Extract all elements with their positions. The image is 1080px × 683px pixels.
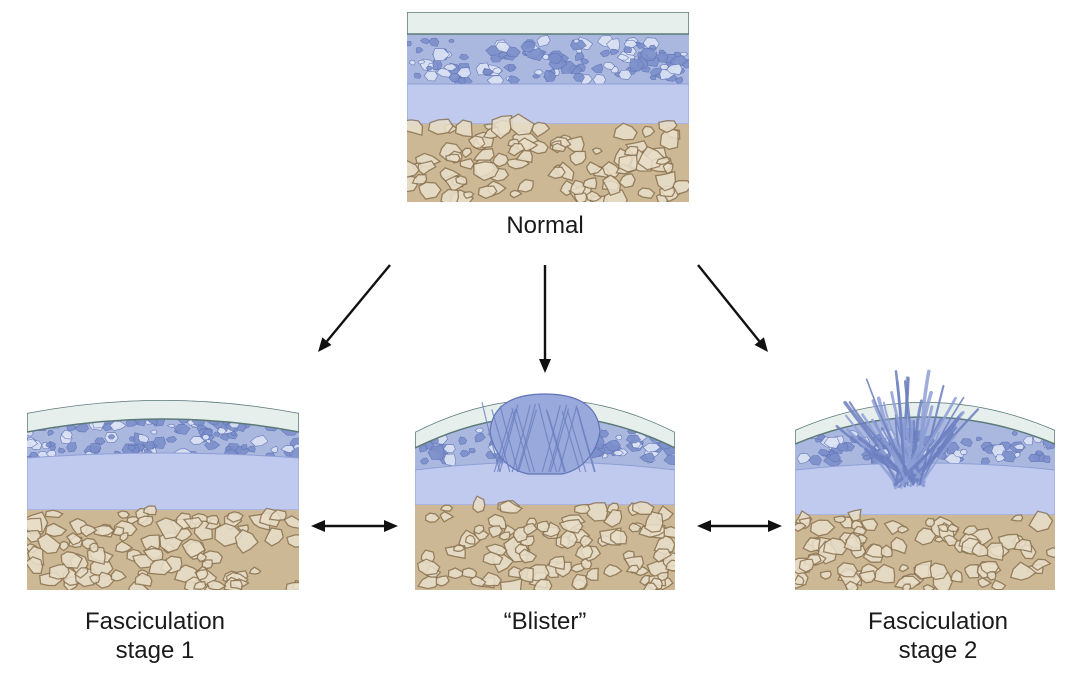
normal-panel [407,12,689,202]
fiber-spray [835,369,980,490]
bone-pores [795,508,1055,590]
caption-normal: Normal [506,212,584,239]
caption-fasciculation-stage-1: Fasciculation stage 1 [84,608,226,664]
arrow-normal-to-blister [539,265,551,373]
fasciculation-stage-1-panel [27,400,299,590]
caption-fasciculation-stage-2: Fasciculation stage 2 [867,608,1009,664]
periosteal-band [27,452,299,511]
bone-pores [416,495,675,590]
membrane [407,12,689,35]
arrow-normal-to-fasciculation-stage-2 [697,264,768,352]
arrow-blister-stage-2 [697,520,782,532]
bone-pores [27,505,299,590]
arrow-normal-to-fasciculation-stage-1 [318,264,391,352]
membrane [27,400,299,433]
arrow-stage-1-blister [311,520,398,532]
arrows [311,264,782,532]
caption-blister: “Blister” [503,608,587,635]
periosteal-band [795,462,1055,516]
periosteal-band [407,83,689,125]
bone-pores [407,113,689,202]
blister-fibers [481,401,596,473]
blister-dome [481,393,601,475]
cortex-granules [407,35,689,89]
